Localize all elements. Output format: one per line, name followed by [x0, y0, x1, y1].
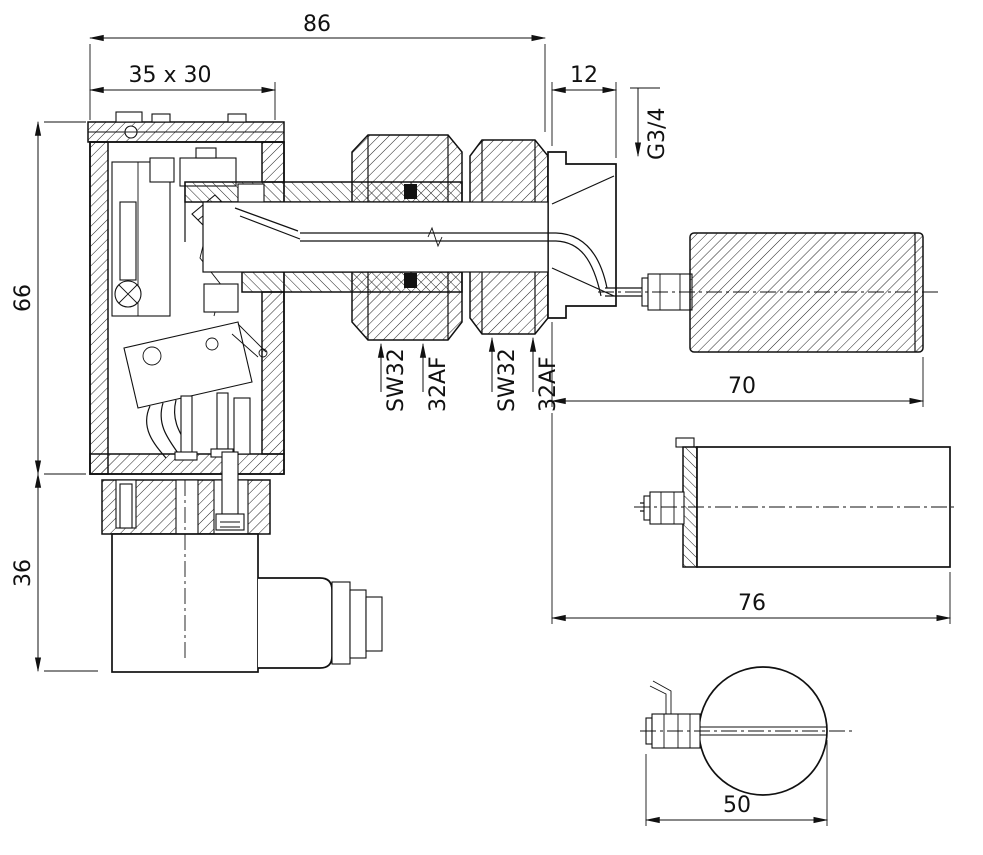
dimension-alt-float-length: 76 [550, 413, 952, 624]
dimension-housing-face: 35 x 30 [88, 63, 277, 120]
dimension-ball-diameter: 50 [644, 740, 829, 826]
dimension-float-length: 70 [550, 322, 925, 407]
tube-wall-top [184, 181, 463, 203]
dim-86-label: 86 [303, 12, 331, 37]
cover-tab [227, 113, 247, 123]
cable-gland-ring [349, 589, 367, 659]
o-ring [404, 184, 417, 199]
dim-36-label: 36 [11, 559, 36, 587]
connector-elbow [258, 577, 333, 669]
dimension-thread-length: 12 [550, 63, 618, 158]
housing-outline [89, 141, 285, 475]
o-ring [404, 273, 417, 288]
terminal-pin [180, 395, 193, 455]
alt-float-washer [643, 495, 651, 521]
dimension-lower-height: 36 [11, 472, 98, 673]
nut1-af-label: 32AF [426, 356, 451, 412]
ball-float-wire [649, 685, 667, 714]
switch-housing [87, 111, 285, 475]
housing-wall-left [89, 141, 109, 475]
housing-wall-right-upper [261, 141, 285, 183]
dim-76-label: 76 [738, 591, 766, 616]
dimension-overall-width: 86 [88, 12, 547, 132]
nut2-sw-label: SW32 [495, 348, 520, 412]
dim-35x30-label: 35 x 30 [129, 63, 212, 88]
tube-bore [202, 201, 549, 273]
plunger-block [203, 283, 239, 313]
adjust-screw-shaft [119, 201, 137, 281]
callout-thread-spec: G3/4 [630, 87, 670, 160]
alt-float-cylinder [640, 437, 951, 568]
cable-gland-ring [365, 596, 383, 652]
guide-pin [119, 483, 133, 529]
alt-float-hex-nut [649, 491, 685, 525]
housing-wall-right-lower [261, 291, 285, 455]
nut1-sw-label: SW32 [384, 348, 409, 412]
dim-50-label: 50 [723, 793, 751, 818]
fixing-screw-shaft [221, 451, 239, 515]
cover-tab [151, 113, 171, 123]
tube-wall-bottom [241, 271, 463, 293]
dim-70-label: 70 [728, 374, 756, 399]
microswitch-body [123, 321, 253, 409]
nut2-af-label: 32AF [536, 356, 561, 412]
thread-spec-label: G3/4 [645, 108, 670, 160]
float-cylinder [689, 232, 924, 353]
microswitch-roller [258, 348, 268, 358]
label-nut1-wrench-size: SW32 32AF [377, 342, 451, 412]
terminal-pin [233, 397, 251, 455]
dim-66-label: 66 [11, 284, 36, 312]
nozzle-cone [547, 151, 617, 319]
dimension-upper-height: 66 [11, 120, 86, 476]
label-nut2-wrench-size: SW32 32AF [488, 336, 561, 412]
microswitch-hole [205, 337, 219, 351]
alt-float-tab [675, 437, 695, 448]
pin-base [174, 451, 198, 461]
ball-float-wire [652, 680, 672, 714]
cable-gland-ring [331, 581, 351, 665]
wire [145, 405, 167, 459]
terminal-block [149, 157, 175, 183]
cover-tab [115, 111, 143, 123]
valve-stem [234, 207, 608, 297]
terminal-pin [216, 392, 229, 450]
cable-connector [101, 451, 383, 673]
terminal-block [195, 147, 217, 159]
microswitch-hole [142, 346, 162, 366]
dim-12-label: 12 [570, 63, 598, 88]
